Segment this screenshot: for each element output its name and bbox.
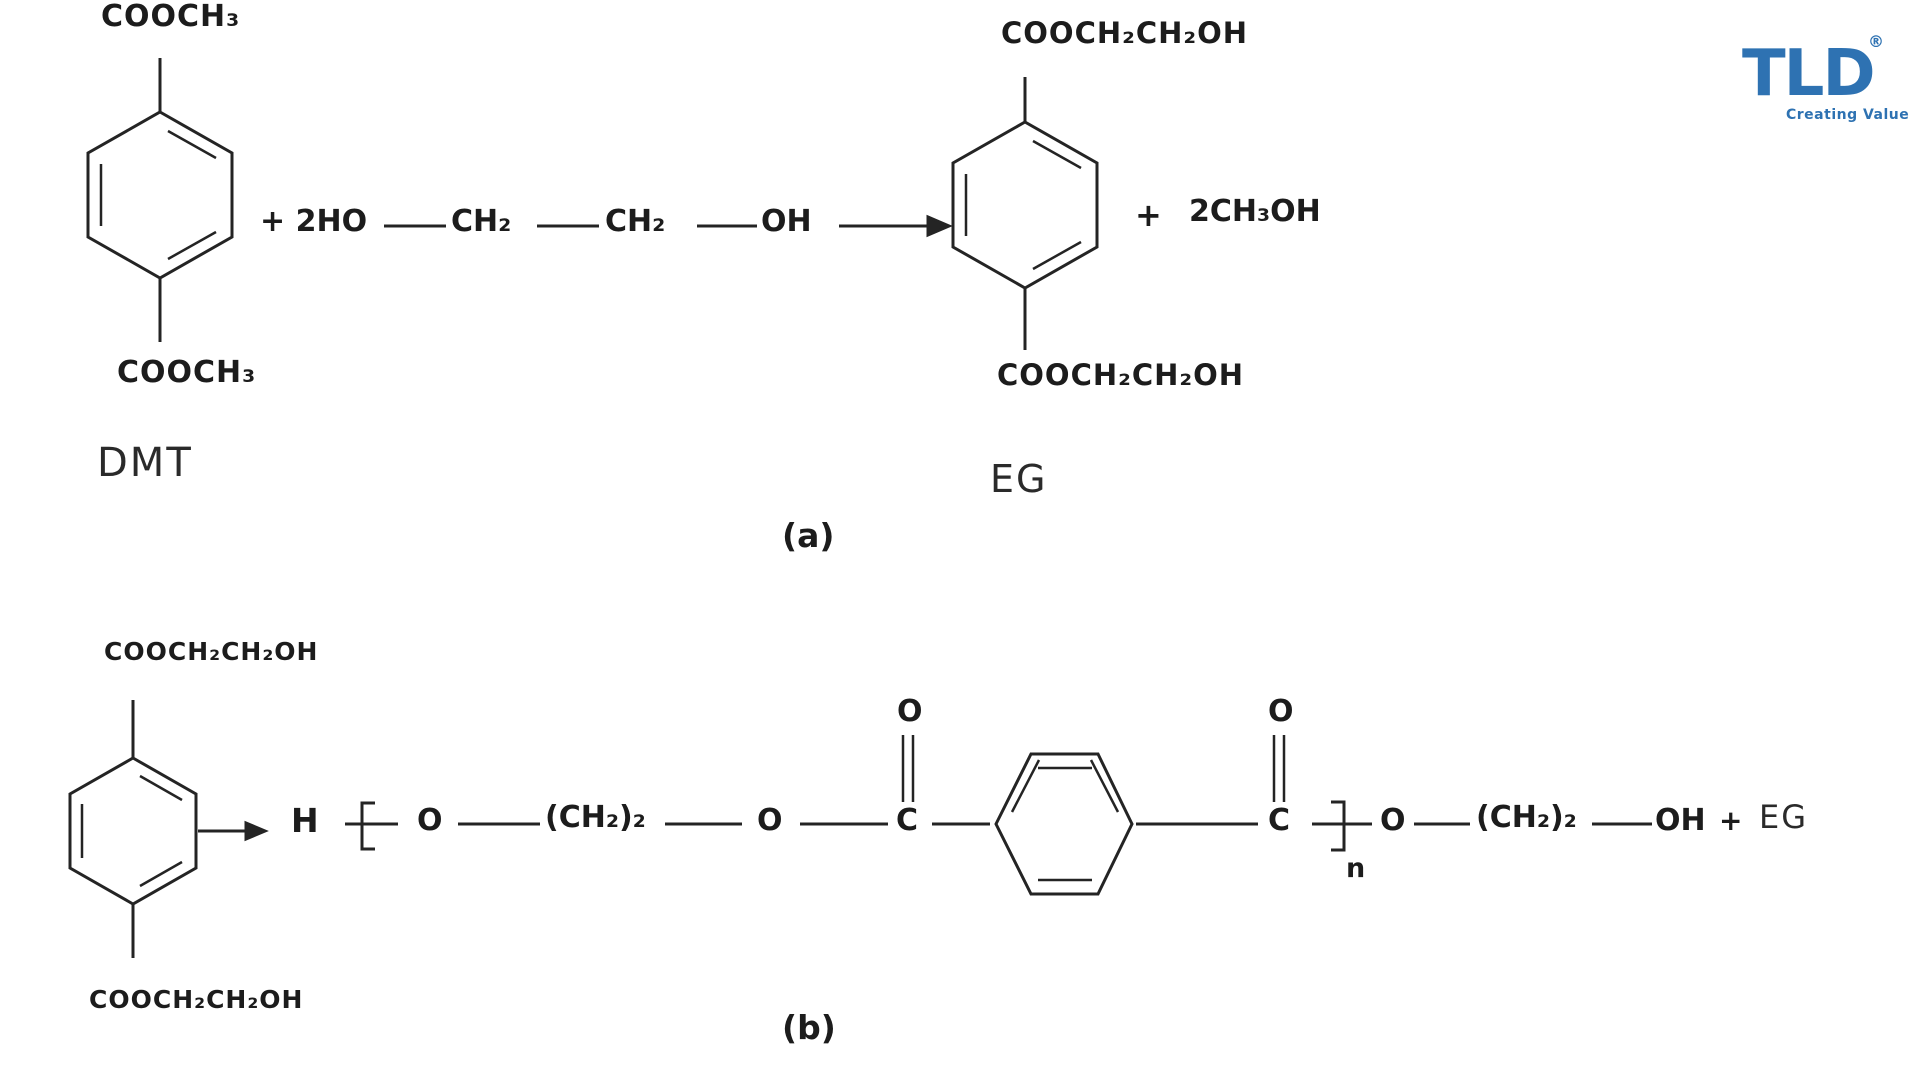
glycol-ch2-second: CH₂: [605, 204, 666, 239]
double-bond-inner: [1032, 139, 1082, 170]
tail-o-label: O: [1380, 803, 1406, 838]
double-bond-inner: [139, 860, 183, 888]
bhet-ring: [951, 77, 1099, 350]
dmt-ring: [86, 58, 234, 342]
polymer-chain-bonds: [345, 735, 1652, 896]
plus-byproduct-a: +: [1135, 196, 1162, 234]
repeat-bracket-open: [360, 801, 375, 851]
carbonyl-o-second-label: O: [1268, 694, 1294, 729]
chain-h-label: H: [291, 801, 319, 840]
monomer-top-group-label: COOCH₂CH₂OH: [104, 637, 319, 666]
chain-o-second-label: O: [757, 803, 783, 838]
plus-glycol-label: + 2HO: [260, 204, 368, 239]
double-bond-inner: [1010, 759, 1041, 813]
double-bond-inner: [167, 129, 217, 160]
registered-mark: ®: [1868, 32, 1884, 51]
tail-oh-label: OH: [1655, 803, 1706, 838]
bhet-top-group-label: COOCH₂CH₂OH: [1001, 16, 1249, 50]
tld-logo-tagline: Creating Value: [1786, 107, 1910, 123]
tld-logo-text: TLD: [1742, 37, 1876, 111]
arrow-head: [244, 820, 269, 842]
plus-byproduct-b: +: [1719, 804, 1743, 837]
double-bond-inner: [139, 774, 183, 802]
benzene-ring-dmt: [86, 110, 234, 280]
reaction-arrow-a: [839, 214, 953, 238]
bhet-monomer-ring: [68, 700, 198, 958]
repeat-subscript-n: n: [1346, 853, 1366, 884]
dmt-compound-label: DMT: [97, 440, 193, 486]
carbonyl-c-first-label: C: [896, 803, 919, 838]
bhet-bottom-group-label: COOCH₂CH₂OH: [997, 358, 1245, 392]
carbonyl-c-second-label: C: [1268, 803, 1291, 838]
methanol-label: 2CH₃OH: [1189, 194, 1321, 229]
benzene-ring-backbone: [994, 752, 1134, 896]
eg-byproduct-label: EG: [1759, 798, 1809, 836]
glycol-ch2-first: CH₂: [451, 204, 512, 239]
caption-b: (b): [782, 1008, 836, 1047]
eg-compound-label: EG: [990, 457, 1048, 501]
double-bond-inner: [1032, 240, 1082, 271]
chain-o-first-label: O: [417, 803, 443, 838]
reaction-arrow-b: [198, 820, 269, 842]
caption-a: (a): [782, 516, 835, 555]
arrow-head: [926, 214, 953, 238]
chain-ch2-first-label: (CH₂)₂: [545, 800, 646, 835]
benzene-ring-monomer: [68, 756, 198, 906]
dmt-top-group-label: COOCH₃: [101, 0, 241, 34]
double-bond-inner: [167, 230, 217, 261]
repeat-bracket-close: [1331, 800, 1346, 852]
glycol-oh-label: OH: [761, 204, 812, 239]
double-bond-inner: [1089, 759, 1120, 813]
carbonyl-o-first-label: O: [897, 694, 923, 729]
tail-ch2-label: (CH₂)₂: [1476, 800, 1577, 835]
monomer-bottom-group-label: COOCH₂CH₂OH: [89, 985, 304, 1014]
dmt-bottom-group-label: COOCH₃: [117, 355, 257, 390]
benzene-ring-bhet: [951, 120, 1099, 290]
